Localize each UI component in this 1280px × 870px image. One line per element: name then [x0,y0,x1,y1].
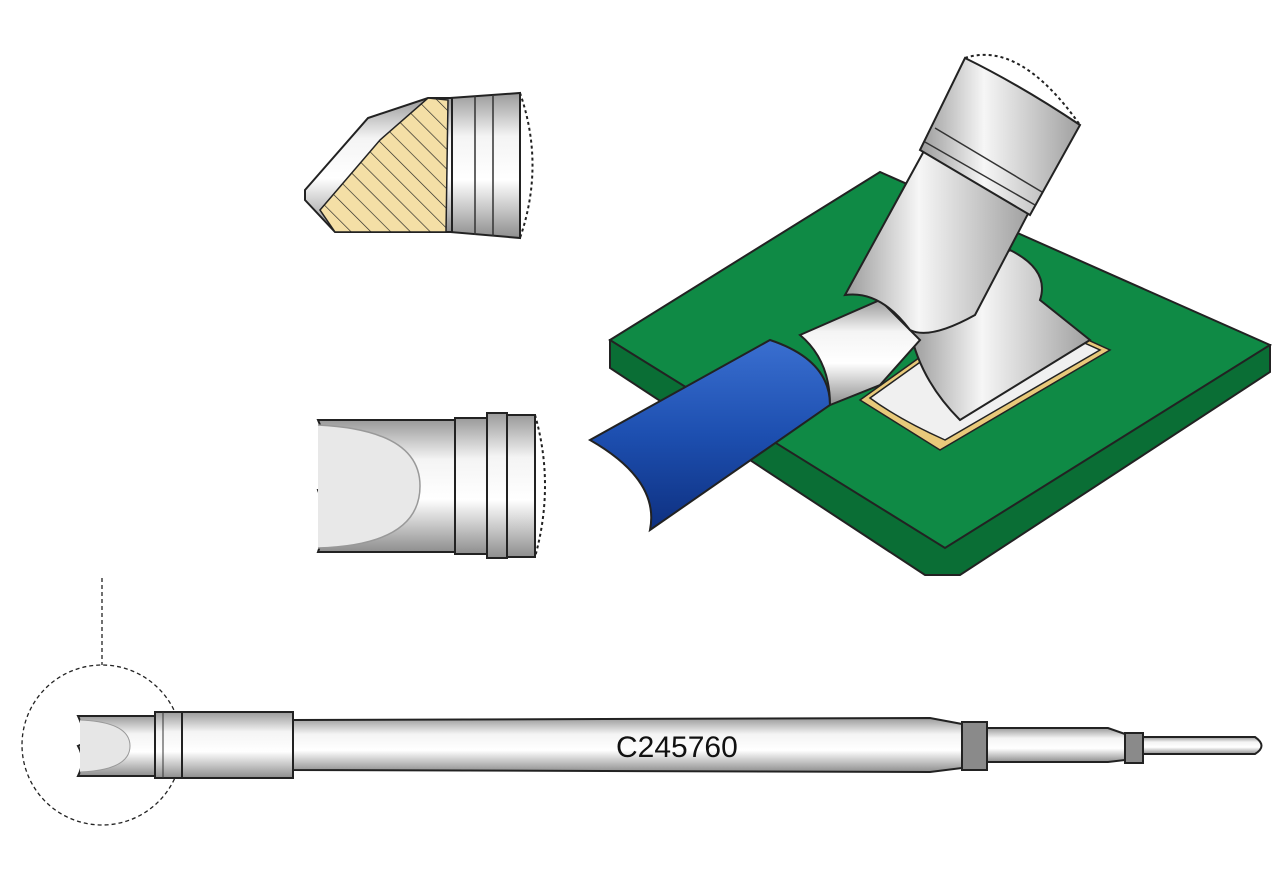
ring [961,721,988,771]
pcb-application-view [587,53,1273,576]
blue-cable [587,338,832,533]
cartridge-full-view: C245760 [76,711,1263,779]
tip-side-view [304,91,534,240]
part-number-label: C245760 [616,731,738,764]
tip-front-view [316,412,546,559]
